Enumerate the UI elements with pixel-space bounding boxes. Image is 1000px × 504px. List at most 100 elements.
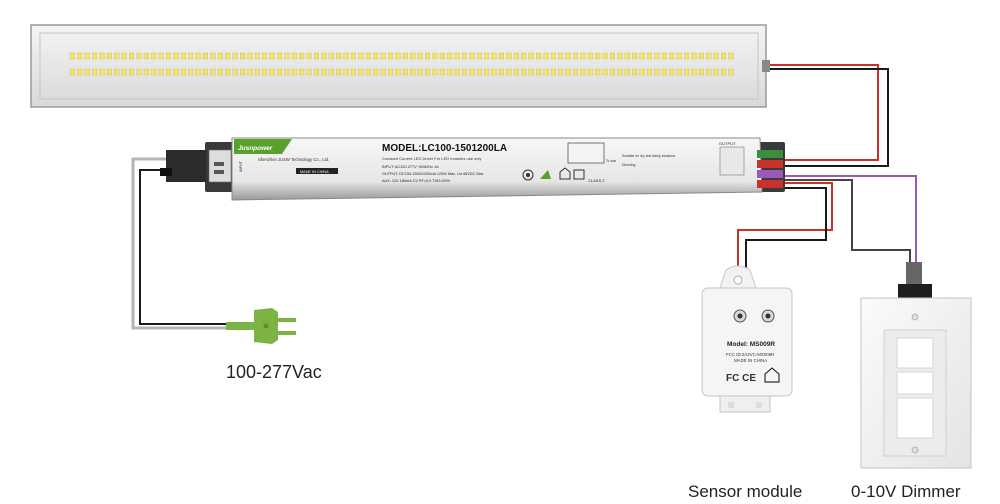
led-chip (491, 68, 497, 76)
led-chip (306, 68, 312, 76)
led-chip (580, 52, 586, 60)
led-chip (351, 52, 357, 60)
led-chip (306, 52, 312, 60)
led-chip (647, 52, 653, 60)
led-chip (654, 52, 660, 60)
led-chip (91, 52, 97, 60)
led-chip (721, 68, 727, 76)
driver-aux: AUX: 12V 180mA CV PF>0.9 THD<20% (382, 179, 451, 183)
led-chip (632, 68, 638, 76)
led-chip (388, 68, 394, 76)
led-chip (84, 52, 90, 60)
led-chip (188, 52, 194, 60)
led-chip (528, 68, 534, 76)
led-chip (232, 68, 238, 76)
led-chip (506, 68, 512, 76)
led-chip (462, 52, 468, 60)
led-chip (513, 68, 519, 76)
sensor-module-label: Sensor module (688, 482, 803, 501)
led-chip (639, 52, 645, 60)
sensor-module: Model: MS009R FCC ID:2A2VC-MS009R MADE I… (701, 265, 793, 413)
led-chip (269, 52, 275, 60)
driver-input: INPUT: AC120-277V~50/60Hz 1A (382, 165, 439, 169)
led-chip (284, 52, 290, 60)
led-chip (99, 68, 105, 76)
led-chip (195, 68, 201, 76)
led-chip (439, 52, 445, 60)
led-chip (565, 68, 571, 76)
led-chip (217, 52, 223, 60)
led-chip (173, 68, 179, 76)
dimmer-wire-gray (780, 179, 911, 262)
led-chip (580, 68, 586, 76)
led-chip (543, 52, 549, 60)
led-chip (402, 68, 408, 76)
driver-suitable: Suitable for dry and damp locations (622, 154, 675, 158)
led-chip (410, 52, 416, 60)
led-chip (395, 52, 401, 60)
led-chip (128, 68, 134, 76)
led-chip (151, 68, 157, 76)
led-chip (173, 52, 179, 60)
led-chip (165, 52, 171, 60)
led-chip (506, 52, 512, 60)
led-chip (536, 68, 542, 76)
led-chip (210, 52, 216, 60)
led-chip (624, 68, 630, 76)
ac-plug-icon (226, 308, 296, 344)
led-chip (277, 52, 283, 60)
led-chip (188, 68, 194, 76)
led-chip (358, 68, 364, 76)
led-chip (202, 52, 208, 60)
led-chip (69, 52, 75, 60)
led-chip (469, 52, 475, 60)
led-chip (558, 52, 564, 60)
led-chip (106, 68, 112, 76)
led-chip (469, 68, 475, 76)
led-chip (654, 68, 660, 76)
driver-model: MODEL:LC100-1501200LA (382, 143, 507, 154)
led-chip (351, 68, 357, 76)
sensor-wire-black (745, 187, 827, 283)
led-chip (291, 68, 297, 76)
led-chip (121, 52, 127, 60)
led-chip (610, 52, 616, 60)
led-chip (121, 68, 127, 76)
driver-company: Shenzhen JUSW Technology Co., Ltd. (258, 157, 329, 162)
led-chip (225, 52, 231, 60)
led-chip (432, 68, 438, 76)
sensor-made-in: MADE IN CHINA (734, 358, 767, 363)
led-chip (721, 52, 727, 60)
panel-wire-black (766, 68, 889, 167)
led-chip (395, 68, 401, 76)
led-chip (713, 52, 719, 60)
led-chip (99, 52, 105, 60)
led-chip (365, 52, 371, 60)
led-chip (484, 52, 490, 60)
led-chip (328, 68, 334, 76)
led-driver: Jusnpower MODEL:LC100-1501200LA Constant… (160, 137, 785, 201)
led-chip (336, 68, 342, 76)
led-panel (30, 24, 770, 108)
sensor-cert-marks: FC CE (726, 373, 756, 384)
led-chip (691, 52, 697, 60)
led-chip (417, 52, 423, 60)
led-chip (661, 68, 667, 76)
dimmer-label: 0-10V Dimmer (851, 482, 961, 501)
led-chip (239, 52, 245, 60)
driver-output-tag: OUTPUT (719, 141, 736, 146)
led-chip (684, 52, 690, 60)
led-chip (595, 68, 601, 76)
led-chip (143, 68, 149, 76)
led-chip (676, 68, 682, 76)
sensor-fcc: FCC ID:2A2VC-MS009R (726, 352, 774, 357)
led-chip (158, 68, 164, 76)
led-chip (143, 52, 149, 60)
led-chip (373, 52, 379, 60)
led-chip (728, 68, 734, 76)
led-chip (128, 52, 134, 60)
ac-cable-black (139, 169, 240, 325)
led-chip (373, 68, 379, 76)
led-chip (698, 68, 704, 76)
